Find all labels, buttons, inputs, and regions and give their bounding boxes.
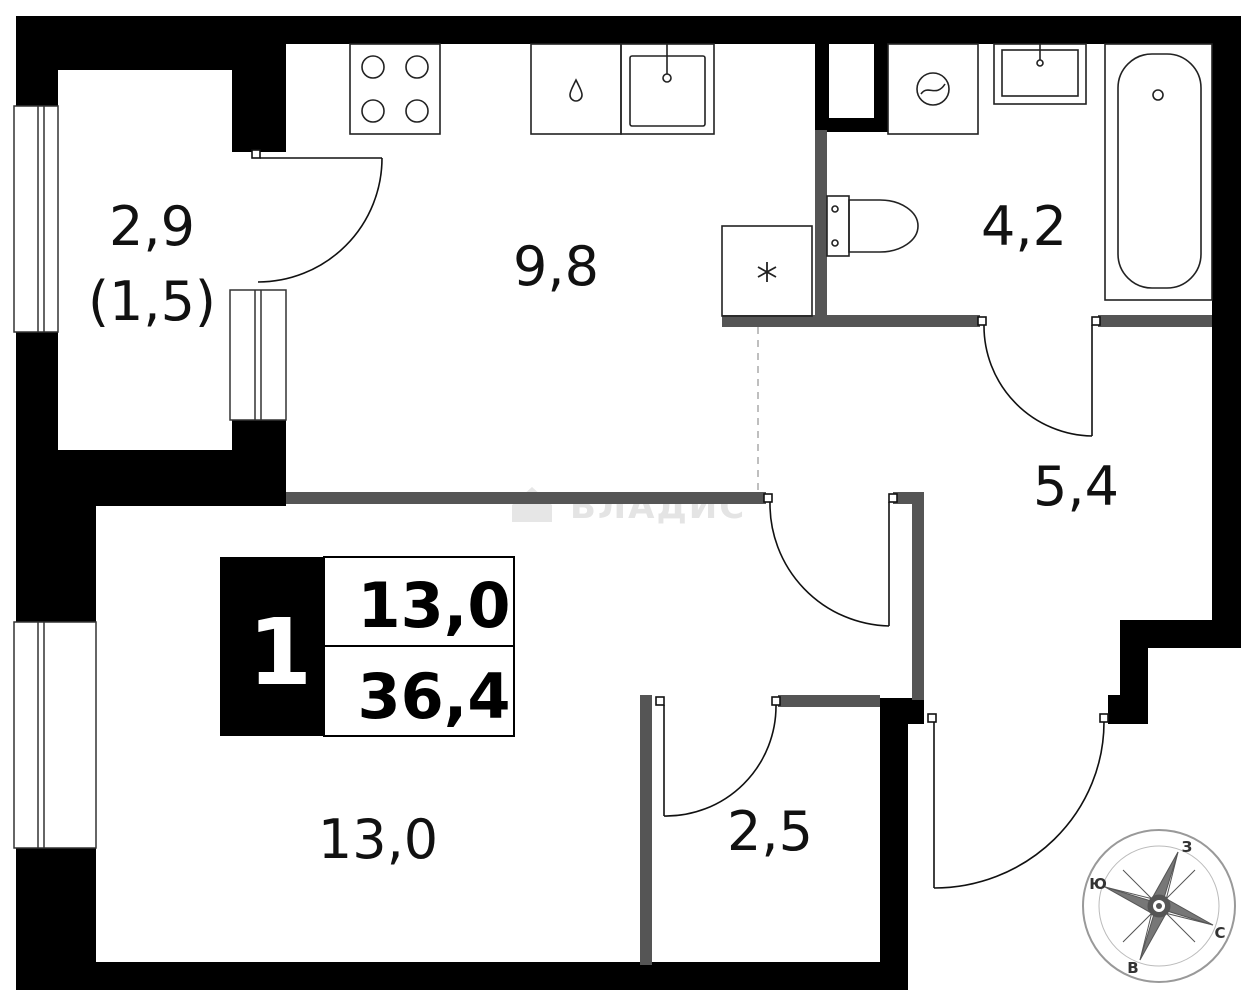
snowflake-icon [757, 262, 777, 282]
burner-icon [361, 99, 385, 123]
bathroom-drain-icon [1036, 59, 1044, 67]
wall-bottom [16, 962, 906, 990]
wall-bath-shaft-left [815, 44, 829, 132]
partition-kitchen-bath [815, 130, 827, 318]
wall-left-loggia [16, 330, 58, 450]
room-label-loggia: 2,9 [109, 195, 195, 258]
badge-room-count-box [220, 557, 324, 736]
exterior-walls [16, 16, 1241, 990]
wall-right-notch-foot [1108, 695, 1148, 724]
room-label-loggia-reduced: (1,5) [88, 270, 216, 333]
room-label-living-room: 13,0 [318, 808, 438, 871]
watermark-house-icon [512, 487, 552, 522]
washing-machine-body [887, 43, 979, 135]
window-loggia-left [13, 105, 59, 333]
wall-left-main [16, 450, 96, 622]
water-drop-icon [569, 78, 583, 102]
partition-bath-bottom-left [722, 315, 980, 327]
bathtub-basin [1117, 53, 1202, 289]
dishwasher [530, 43, 622, 135]
compass-east-label: С [1214, 924, 1225, 942]
badge-room-count: 1 [248, 599, 312, 706]
dishwasher-body [530, 43, 622, 135]
door-loggia [251, 149, 383, 283]
partition-kitchen-living [286, 492, 766, 504]
partition-storage-left [640, 695, 652, 965]
toilet-tank [826, 195, 850, 257]
toilet-flush-icon [831, 205, 839, 213]
wall-right [1212, 16, 1241, 648]
partition-bath-bottom-right [1098, 315, 1212, 327]
wall-left-upper-stub [16, 16, 58, 108]
kitchen-sink [620, 43, 715, 135]
door-living-room [763, 493, 898, 627]
summary-badge: 1 13,0 36,4 [220, 556, 515, 737]
refrigerator-body [721, 225, 813, 317]
stove-body [349, 43, 441, 135]
bathtub-drain-icon [1152, 89, 1164, 101]
door-bathroom [977, 316, 1101, 437]
wall-bath-shaft-right [874, 44, 888, 132]
badge-living-area: 13,0 [358, 569, 511, 642]
bathtub [1104, 43, 1213, 301]
bathroom-sink [993, 43, 1087, 105]
door-storage [655, 696, 781, 817]
refrigerator [721, 225, 813, 317]
burner-icon [361, 55, 385, 79]
room-labels: 2,9 (1,5) 9,8 4,2 5,4 13,0 2,5 [88, 195, 1119, 871]
washing-drum-icon [916, 72, 950, 106]
stove [349, 43, 441, 135]
toilet [826, 195, 919, 257]
room-label-storage: 2,5 [727, 800, 813, 863]
washing-machine [887, 43, 979, 135]
window-living-room [13, 621, 97, 849]
compass-south-label: В [1127, 959, 1138, 977]
window-loggia-inner [229, 289, 287, 421]
washing-drum-swirl [920, 83, 946, 95]
compass: З Ю С В [1082, 829, 1236, 983]
toilet-flush-icon [831, 239, 839, 247]
partition-hall-vertical [912, 492, 924, 700]
wall-entrance-block [880, 698, 924, 724]
room-label-hallway: 5,4 [1033, 455, 1119, 518]
bathtub-body [1104, 43, 1213, 301]
room-label-bathroom: 4,2 [981, 195, 1067, 258]
wall-bath-shaft-bottom [815, 118, 888, 132]
compass-north-label: З [1182, 838, 1193, 856]
wall-entrance-lower [880, 700, 908, 990]
wall-left-lower [16, 848, 96, 972]
door-entrance [927, 713, 1109, 889]
compass-rose-icon [1104, 851, 1214, 961]
drain-icon [662, 73, 672, 83]
compass-west-label: Ю [1089, 875, 1107, 893]
toilet-bowl [848, 199, 919, 253]
interior-walls [286, 130, 1212, 965]
badge-total-area: 36,4 [358, 660, 511, 733]
partition-storage-top [778, 695, 880, 707]
compass-inner-ring [1098, 845, 1220, 967]
wall-loggia-inner-top [232, 16, 286, 152]
room-label-kitchen: 9,8 [513, 235, 599, 298]
burner-icon [405, 99, 429, 123]
burner-icon [405, 55, 429, 79]
windows [13, 105, 287, 849]
doors [251, 149, 1109, 889]
